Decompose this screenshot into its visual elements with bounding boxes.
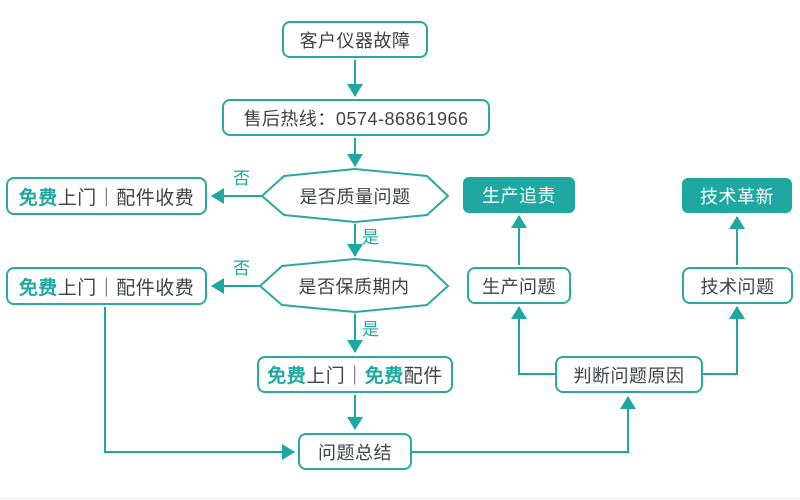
node-free-visit-paid-parts-2: 免费上门｜配件收费 <box>6 267 207 305</box>
free-label-mid: 上门｜ <box>306 366 365 387</box>
edge-label-quality-no: 否 <box>233 169 250 188</box>
edge-label-warranty-no: 否 <box>233 259 250 278</box>
edge-paidparts-to-summary <box>104 307 295 460</box>
edge-cause-to-production-issue <box>511 306 555 375</box>
node-free-visit-paid-parts-1: 免费上门｜配件收费 <box>6 177 207 215</box>
free-label-rest: 上门｜配件收费 <box>57 187 195 209</box>
node-production-issue: 生产问题 <box>467 267 571 304</box>
node-hotline: 售后热线：0574-86861966 <box>222 99 490 136</box>
decision-warranty-shape <box>258 257 450 314</box>
node-free-visit-free-parts: 免费上门｜免费配件 <box>257 356 453 393</box>
node-production-accountability: 生产追责 <box>463 177 575 213</box>
decision-quality-label: 是否质量问题 <box>299 186 411 207</box>
edge-label-quality-yes: 是 <box>362 228 379 247</box>
free-label-accent: 免费 <box>18 277 58 299</box>
free-label-rest: 上门｜配件收费 <box>57 277 195 299</box>
free-label-accent: 免费 <box>18 187 58 209</box>
node-tech-innovation: 技术革新 <box>682 178 792 213</box>
node-determine-cause: 判断问题原因 <box>555 356 703 393</box>
free-label-rest: 配件 <box>403 366 443 387</box>
edge-label-warranty-yes: 是 <box>362 320 379 339</box>
node-customer-fault: 客户仪器故障 <box>282 21 428 58</box>
decision-quality-shape <box>260 167 450 224</box>
node-problem-summary: 问题总结 <box>298 433 412 470</box>
free-label-accent: 免费 <box>267 366 307 387</box>
node-tech-issue: 技术问题 <box>682 267 793 304</box>
decision-warranty-label: 是否保质期内 <box>298 276 410 297</box>
edge-summary-to-cause <box>412 396 636 453</box>
free-label-accent: 免费 <box>364 366 404 387</box>
edge-cause-to-tech-issue <box>703 306 745 375</box>
bottom-divider <box>0 498 800 499</box>
